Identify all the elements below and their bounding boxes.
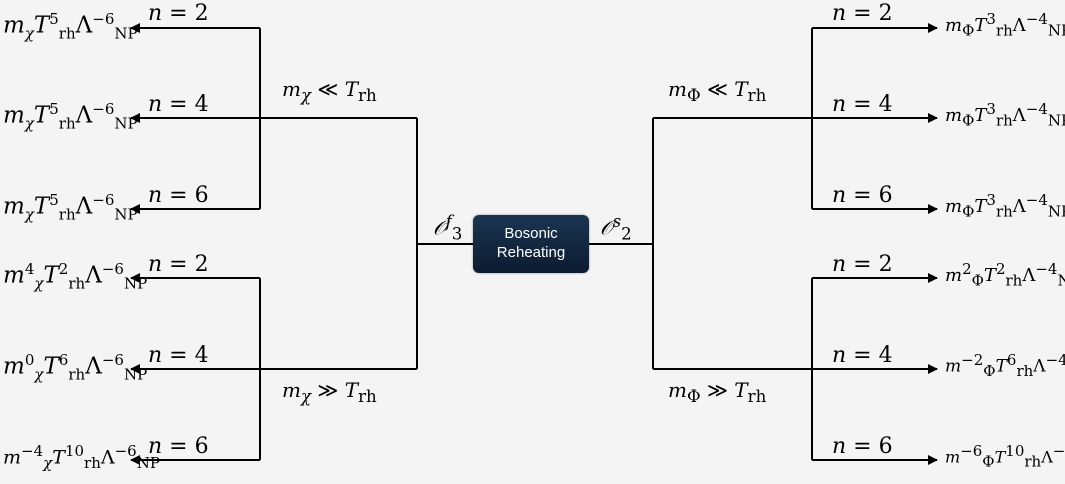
result-l5: m0χT6rhΛ−6NP (3, 351, 148, 384)
regime-right-high: mΦ ≫ Trh (668, 378, 767, 406)
bosonic-reheating-box: Bosonic Reheating (473, 215, 589, 273)
result-l6: m−4χT10rhΛ−6NP (3, 442, 160, 473)
result-r4: m2ΦT2rhΛ−4NP (945, 260, 1065, 290)
result-r6: m−6ΦT10rhΛ−4NP (945, 442, 1065, 471)
n-label-r2: n = 4 (832, 92, 893, 117)
result-l3: mχT5rhΛ−6NP (3, 191, 138, 224)
result-r2: mΦT3rhΛ−4NP (945, 100, 1065, 130)
n-label-r1: n = 2 (832, 1, 893, 26)
n-label-l2: n = 4 (148, 92, 209, 117)
n-label-l1: n = 2 (148, 1, 209, 26)
n-label-r3: n = 6 (832, 183, 893, 208)
n-label-r5: n = 4 (832, 343, 893, 368)
regime-right-low: mΦ ≪ Trh (668, 77, 767, 105)
n-label-l5: n = 4 (148, 343, 209, 368)
result-r3: mΦT3rhΛ−4NP (945, 191, 1065, 221)
regime-left-high: mχ ≫ Trh (282, 378, 377, 406)
operator-right: 𝒪s2 (600, 212, 632, 244)
center-title-line1: Bosonic (504, 225, 558, 243)
result-l2: mχT5rhΛ−6NP (3, 100, 138, 133)
n-label-r6: n = 6 (832, 434, 893, 459)
n-label-l3: n = 6 (148, 183, 209, 208)
result-r1: mΦT3rhΛ−4NP (945, 10, 1065, 40)
n-label-r4: n = 2 (832, 252, 893, 277)
n-label-l4: n = 2 (148, 252, 209, 277)
result-r5: m−2ΦT6rhΛ−4NP (945, 351, 1065, 381)
operator-left: 𝒪f3 (433, 212, 463, 244)
n-label-l6: n = 6 (148, 434, 209, 459)
center-title-line2: Reheating (496, 244, 566, 261)
result-l1: mχT5rhΛ−6NP (3, 10, 138, 43)
regime-left-low: mχ ≪ Trh (282, 77, 377, 105)
result-l4: m4χT2rhΛ−6NP (3, 260, 148, 293)
